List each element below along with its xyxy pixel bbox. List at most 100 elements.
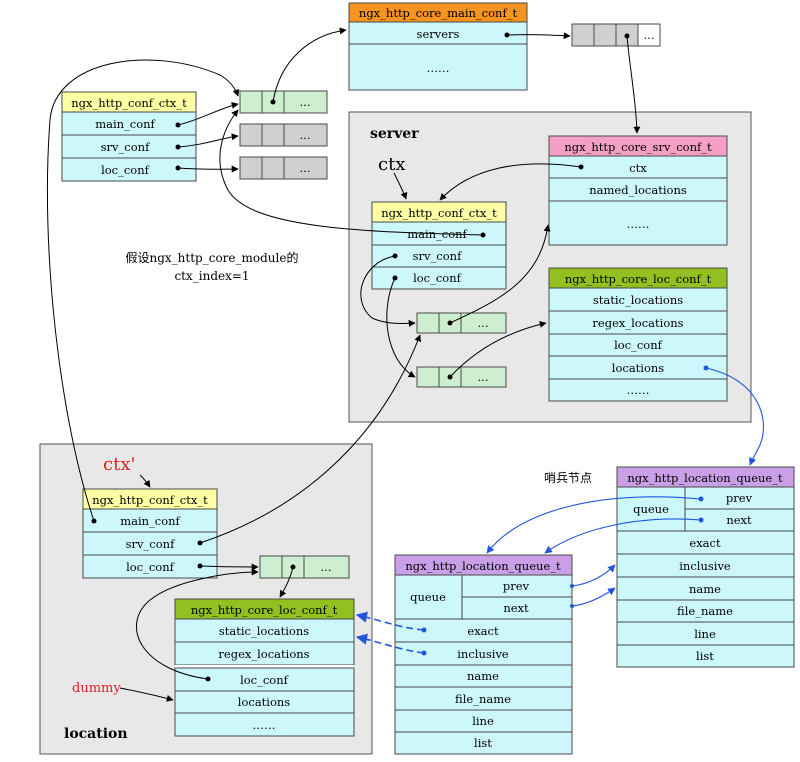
location-ctx-row-main-conf: main_conf — [120, 514, 180, 528]
arrow-location-loc-conf-to-array — [135, 568, 259, 680]
queue2-row-exact: exact — [467, 624, 499, 638]
server-loc-conf-struct: ngx_http_core_loc_conf_t static_location… — [548, 267, 728, 402]
top-main-array-ellipsis: ... — [300, 95, 311, 109]
note-line-2: ctx_index=1 — [174, 269, 249, 283]
server-srv-conf-row-ellipsis: …… — [627, 217, 650, 231]
arrow-queue2-inclusive-to-loc-conf — [355, 633, 425, 654]
arrow-sentinel-next-to-queue2 — [544, 518, 702, 554]
server-ctx-row-srv-conf: srv_conf — [413, 249, 462, 263]
arrow-location-ctx-srv-to-srv-array — [199, 334, 422, 544]
sentinel-title: ngx_http_location_queue_t — [627, 471, 783, 485]
server-loc-conf-row-loc-conf: loc_conf — [614, 338, 663, 352]
arrow-ctx-top-loc-to-array — [177, 165, 239, 173]
sentinel-row-prev: prev — [726, 491, 753, 505]
top-loc-array-ellipsis: ... — [300, 161, 311, 175]
top-srv-array-ellipsis: ... — [300, 128, 311, 142]
server-loc-conf-row-static-locations: static_locations — [593, 293, 683, 307]
top-main-array: ... — [239, 90, 328, 114]
sentinel-row-inclusive: inclusive — [679, 559, 731, 573]
server-ctx-row-loc-conf: loc_conf — [413, 271, 462, 285]
server-ctx-title: ngx_http_conf_ctx_t — [381, 206, 497, 220]
sentinel-row-line: line — [694, 627, 716, 641]
blue-queue-arrows — [355, 367, 764, 654]
location-ctx-row-srv-conf: srv_conf — [126, 537, 175, 551]
queue2-row-prev: prev — [503, 579, 530, 593]
queue2-row-file-name: file_name — [455, 692, 511, 706]
server-srv-array: ... — [416, 312, 507, 334]
server-loc-conf-row-ellipsis: …… — [627, 383, 650, 397]
note-line-1: 假设ngx_http_core_module的 — [126, 250, 299, 265]
sentinel-row-file-name: file_name — [677, 604, 733, 618]
arrow-server-ctx-loc-to-array — [386, 277, 416, 378]
arrow-ctx-top-srv-to-array — [177, 133, 239, 148]
arrow-loc-array-to-loc-conf — [449, 320, 547, 378]
location-loc-conf-row-loc-conf: loc_conf — [240, 673, 289, 687]
location-array-ellipsis: ... — [321, 560, 332, 574]
main-conf-title: ngx_http_core_main_conf_t — [359, 6, 518, 20]
ctx-top-row-loc-conf: loc_conf — [101, 163, 150, 177]
server-srv-conf-title: ngx_http_core_srv_conf_t — [564, 140, 712, 154]
server-ctx-label: ctx — [378, 154, 405, 175]
server-srv-conf-struct: ngx_http_core_srv_conf_t ctx named_locat… — [548, 135, 728, 246]
location-region-label: location — [64, 726, 128, 742]
arrow-server-ctx-srv-to-array — [360, 255, 416, 327]
arrow-server-ctx-main-to-top-array — [219, 109, 484, 236]
sentinel-row-list: list — [696, 649, 714, 663]
location-ctx-row-loc-conf: loc_conf — [126, 560, 175, 574]
arrow-sentinel-prev-to-queue2 — [486, 496, 702, 554]
location-loc-conf-row-static-locations: static_locations — [219, 624, 309, 638]
queue2-struct: ngx_http_location_queue_t queue prev nex… — [394, 554, 573, 755]
arrow-queue2-exact-to-loc-conf — [355, 611, 425, 631]
server-ctx-struct: ngx_http_conf_ctx_t main_conf srv_conf l… — [371, 201, 507, 290]
queue2-row-inclusive: inclusive — [457, 647, 509, 661]
location-loc-conf-row-locations: locations — [238, 695, 291, 709]
ctx-top-row-main-conf: main_conf — [95, 117, 155, 131]
location-loc-conf-row-ellipsis: …… — [253, 718, 276, 732]
location-loc-conf-row-regex-locations: regex_locations — [218, 647, 309, 661]
location-array: ... — [259, 555, 350, 579]
location-dummy-label: dummy — [72, 681, 121, 696]
arrow-queue2-next-to-sentinel — [571, 587, 616, 607]
server-loc-conf-title: ngx_http_core_loc_conf_t — [565, 272, 712, 286]
main-conf-row-ellipsis: …… — [427, 61, 450, 75]
blue-pointer-dots — [421, 365, 709, 656]
server-srv-array-ellipsis: ... — [478, 316, 489, 330]
arrow-ctx-top-main-to-array — [177, 101, 239, 126]
arrow-location-array-to-loc-conf — [279, 566, 294, 598]
arrow-queue2-prev-to-sentinel — [571, 564, 616, 587]
arrow-servers-to-array — [506, 32, 571, 40]
server-loc-conf-row-regex-locations: regex_locations — [592, 316, 683, 330]
main-conf-struct: ngx_http_core_main_conf_t servers …… — [348, 2, 528, 91]
arrow-locations-to-sentinel — [705, 367, 764, 466]
black-pointer-arrows — [46, 27, 641, 702]
arrow-ctx-prime-label — [139, 474, 151, 488]
arrow-location-ctx-main-to-top-array — [46, 59, 240, 522]
location-loc-conf-struct: ngx_http_core_loc_conf_t static_location… — [174, 598, 355, 737]
ctx-top-struct: ngx_http_conf_ctx_t main_conf srv_conf l… — [61, 91, 197, 182]
server-srv-conf-row-ctx: ctx — [629, 161, 647, 175]
arrow-srv-array-to-srv-conf — [449, 224, 551, 324]
sentinel-row-name: name — [689, 582, 721, 596]
queue2-row-list: list — [474, 736, 492, 750]
location-loc-conf-title: ngx_http_core_loc_conf_t — [191, 603, 338, 617]
location-ctx-label: ctx' — [103, 454, 135, 475]
server-loc-array: ... — [416, 366, 507, 388]
arrow-servers-array-to-srv-conf — [626, 35, 641, 134]
queue2-queue-label: queue — [410, 590, 446, 604]
main-conf-row-servers: servers — [417, 27, 460, 41]
queue2-row-next: next — [503, 601, 529, 615]
sentinel-queue-struct: ngx_http_location_queue_t queue prev nex… — [616, 466, 795, 668]
server-loc-array-ellipsis: ... — [478, 370, 489, 384]
server-srv-conf-row-named-locations: named_locations — [589, 183, 687, 197]
arrow-srv-ctx-to-server-ctx — [439, 163, 582, 201]
pointer-dots — [91, 32, 630, 682]
queue2-row-name: name — [467, 669, 499, 683]
servers-array-ellipsis: ... — [644, 28, 655, 42]
top-loc-array: ... — [239, 156, 328, 180]
arrow-dummy-label — [119, 687, 174, 702]
arrow-location-ctx-loc-to-array — [199, 563, 259, 571]
sentinel-row-next: next — [726, 513, 752, 527]
queue2-row-line: line — [472, 714, 494, 728]
arrow-top-array-to-main-conf — [272, 27, 347, 103]
